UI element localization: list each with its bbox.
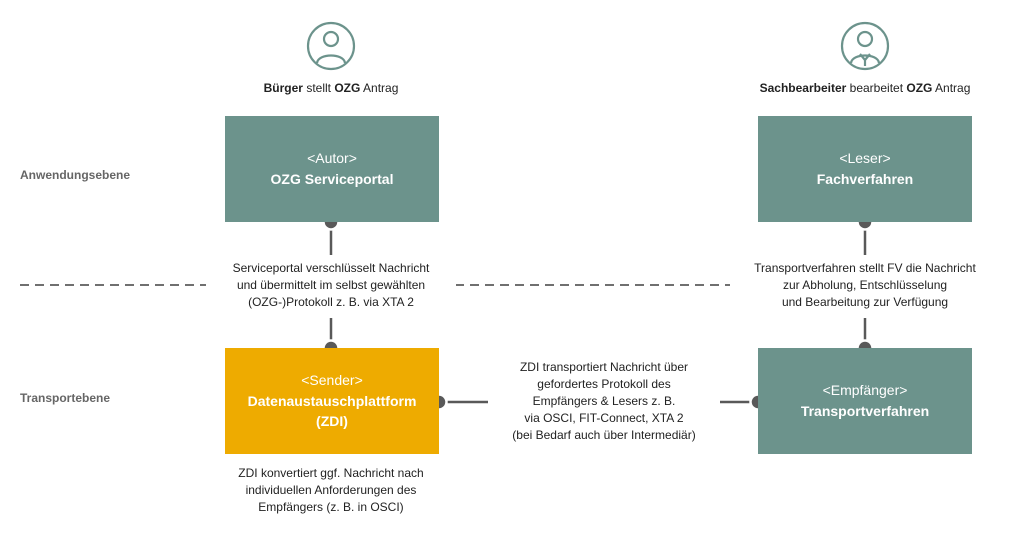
user-tie-icon: [840, 21, 890, 71]
reader-name: Fachverfahren: [816, 171, 914, 187]
user-icon: [306, 21, 356, 71]
author-box: <Autor> OZG Serviceportal: [225, 116, 439, 222]
sender-name-line2: (ZDI): [316, 413, 348, 429]
note-portal: Serviceportal verschlüsselt Nachricht un…: [206, 260, 456, 311]
sender-box: <Sender> Datenaustauschplattform (ZDI): [225, 348, 439, 454]
author-name: OZG Serviceportal: [270, 171, 394, 187]
receiver-role: <Empfänger>: [822, 382, 908, 398]
layer-label-transport: Transportebene: [20, 391, 111, 405]
note-zdi-transport: ZDI transportiert Nachricht über geforde…: [488, 359, 720, 444]
clerk-caption: Sachbearbeiter bearbeitet OZG Antrag: [759, 81, 971, 95]
sender-name-line1: Datenaustauschplattform: [247, 393, 417, 409]
note-zdi-convert: ZDI konvertiert ggf. Nachricht nach indi…: [206, 465, 456, 516]
sender-role: <Sender>: [301, 372, 363, 388]
reader-box: <Leser> Fachverfahren: [758, 116, 972, 222]
receiver-box: <Empfänger> Transportverfahren: [758, 348, 972, 454]
layer-label-application: Anwendungsebene: [20, 168, 131, 182]
note-transport-procedure: Transportverfahren stellt FV die Nachric…: [730, 260, 1000, 311]
author-role: <Autor>: [307, 150, 357, 166]
receiver-name: Transportverfahren: [800, 403, 930, 419]
reader-role: <Leser>: [839, 150, 891, 166]
citizen-caption: Bürger stellt OZG Antrag: [263, 81, 399, 95]
